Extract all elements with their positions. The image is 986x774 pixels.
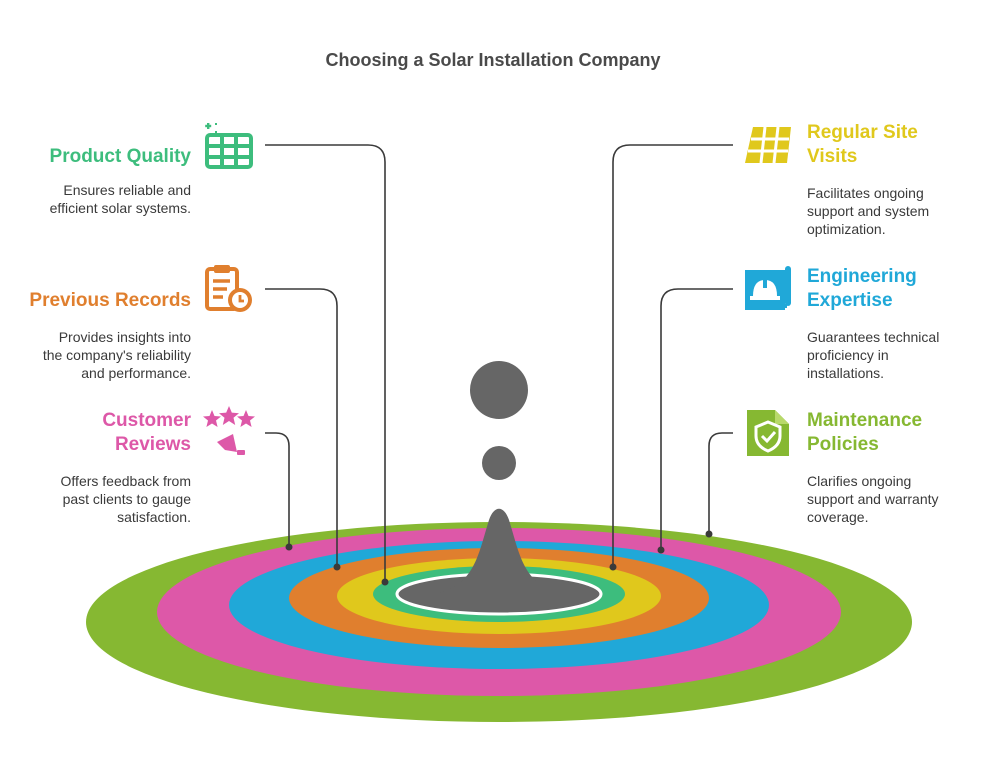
connector-dot	[381, 578, 389, 586]
connector-maintenance-policies	[708, 432, 733, 534]
connector-dot	[657, 546, 665, 554]
product-quality-heading: Product Quality	[49, 146, 191, 167]
page-title: Choosing a Solar Installation Company	[325, 50, 661, 70]
engineering-expertise-desc: Guarantees technical proficiency in inst…	[807, 329, 940, 381]
customer-reviews-desc: Offers feedback from past clients to gau…	[60, 473, 191, 525]
connector-dot	[333, 563, 341, 571]
connector-engineering-expertise	[660, 288, 733, 550]
clipboard-clock-icon	[205, 265, 252, 312]
solar-grid-icon	[745, 126, 791, 164]
solar-panel-sparkle-icon	[205, 123, 253, 169]
connector-dot	[285, 543, 293, 551]
connector-customer-reviews	[265, 432, 290, 547]
stars-megaphone-icon	[203, 406, 255, 455]
previous-records-heading: Previous Records	[29, 290, 191, 311]
connector-product-quality	[265, 144, 386, 582]
connector-dot	[609, 563, 617, 571]
customer-reviews-heading: Customer Reviews	[102, 410, 191, 455]
previous-records-desc: Provides insights into the company's rel…	[42, 329, 191, 381]
maintenance-policies-heading: Maintenance Policies	[807, 410, 923, 455]
regular-site-visits-desc: Facilitates ongoing support and system o…	[807, 185, 930, 237]
maintenance-policies-desc: Clarifies ongoing support and warranty c…	[807, 473, 939, 525]
connector-dot	[705, 530, 713, 538]
connector-regular-site-visits	[612, 144, 733, 567]
water-drop-splash	[435, 508, 563, 594]
engineering-expertise-heading: Engineering Expertise	[807, 266, 917, 311]
product-quality-desc: Ensures reliable and efficient solar sys…	[49, 182, 191, 216]
falling-drop-small	[482, 446, 516, 480]
hard-hat-blueprint-icon	[745, 266, 791, 310]
regular-site-visits-heading: Regular Site Visits	[807, 122, 918, 167]
falling-drop-large	[470, 361, 528, 419]
shield-document-icon	[747, 410, 789, 456]
connector-previous-records	[265, 288, 338, 567]
